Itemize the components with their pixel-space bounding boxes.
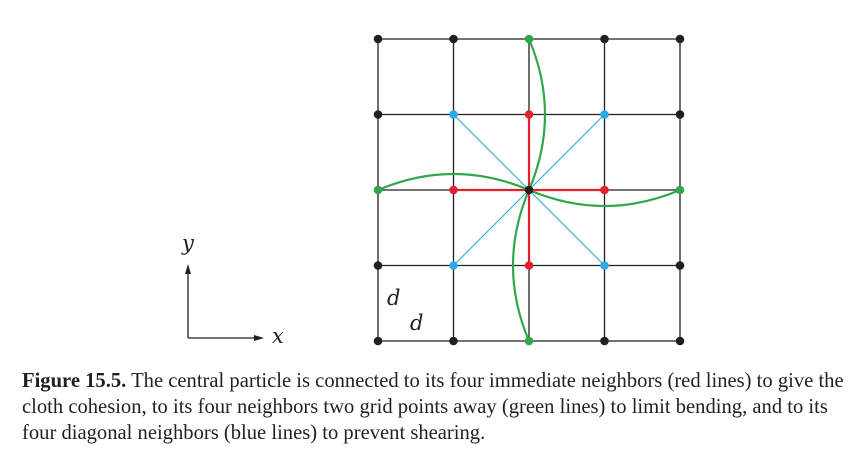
- particle: [600, 34, 609, 44]
- x-axis-arrow: [254, 335, 264, 341]
- particle: [524, 110, 534, 119]
- particle: [600, 185, 609, 195]
- particle: [449, 185, 458, 195]
- particle: [449, 110, 458, 119]
- particle: [449, 34, 458, 44]
- shear-spring: [453, 114, 530, 191]
- axes: y x: [181, 231, 284, 348]
- particle: [600, 261, 609, 270]
- caption-text: The central particle is connected to its…: [22, 370, 844, 444]
- shear-springs: [453, 114, 605, 266]
- particle: [524, 261, 534, 270]
- figure-label: Figure 15.5.: [22, 370, 127, 392]
- bend-spring: [511, 189, 531, 342]
- particle: [373, 336, 383, 346]
- particle: [675, 336, 685, 346]
- particle: [373, 261, 383, 270]
- bend-spring: [527, 38, 547, 191]
- particles: [373, 34, 685, 346]
- particle: [675, 185, 685, 195]
- particle: [675, 261, 685, 270]
- shear-spring: [528, 114, 605, 191]
- particle: [449, 261, 458, 270]
- shear-spring: [453, 189, 530, 266]
- particle: [373, 34, 383, 44]
- particle: [675, 110, 685, 119]
- y-axis-arrow: [185, 264, 191, 274]
- particle: [524, 34, 534, 44]
- particle: [449, 336, 458, 346]
- particle: [524, 336, 534, 346]
- bend-spring: [377, 172, 530, 192]
- particle: [675, 34, 685, 44]
- shear-spring: [528, 189, 605, 266]
- cloth-spring-diagram: y x d d: [181, 34, 685, 348]
- spacing-label-horizontal: d: [410, 311, 423, 335]
- figure-caption: Figure 15.5. The central particle is con…: [22, 368, 852, 446]
- particle: [373, 185, 383, 195]
- particle: [373, 110, 383, 119]
- center-particle: [524, 185, 534, 195]
- particle: [600, 110, 609, 119]
- spacing-label-vertical: d: [387, 286, 400, 310]
- particle: [600, 336, 609, 346]
- y-axis-label: y: [181, 231, 195, 255]
- bend-spring: [528, 188, 681, 208]
- structural-springs: [453, 114, 605, 266]
- bend-springs: [377, 38, 681, 342]
- x-axis-label: x: [272, 324, 284, 348]
